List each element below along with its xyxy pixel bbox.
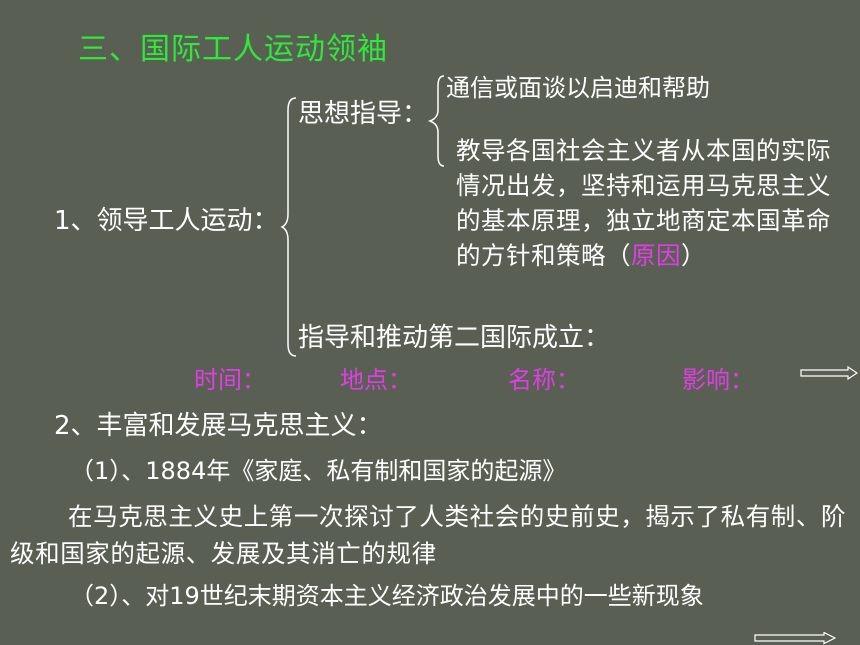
item-1: （1）、1884年《家庭、私有制和国家的起源》 [70,457,567,485]
item-1-description: 在马克思主义史上第一次探讨了人类社会的史前史，揭示了私有制、阶级和国家的起源、发… [10,502,847,568]
section1-brace [280,97,297,357]
reason-label: 原因 [631,241,681,270]
guidance-item-2-text: 教导各国社会主义者从本国的实际情况出发，坚持和运用马克思主义的基本原理，独立地商… [456,136,831,270]
field-time: 时间： [194,366,266,394]
field-place: 地点： [340,366,412,394]
section2-label: 2、丰富和发展马克思主义： [54,411,383,441]
item-2: （2）、对19世纪末期资本主义经济政治发展中的一些新现象 [70,582,704,610]
guidance-item-2: 教导各国社会主义者从本国的实际情况出发，坚持和运用马克思主义的基本原理，独立地商… [456,133,836,273]
second-international-label: 指导和推动第二国际成立： [298,323,611,353]
paren-open: （ [606,241,631,270]
next-arrow-icon[interactable] [800,366,858,380]
next-arrow-icon-bottom[interactable] [754,632,836,645]
paren-close: ） [681,241,706,270]
guidance-brace [427,75,445,167]
field-name: 名称： [508,366,580,394]
guidance-item-1: 通信或面谈以启迪和帮助 [446,74,710,102]
slide-title: 三、国际工人运动领袖 [78,32,388,67]
section1-label: 1、领导工人运动： [54,206,279,236]
field-impact: 影响： [682,366,754,394]
guidance-label: 思想指导： [298,99,429,129]
